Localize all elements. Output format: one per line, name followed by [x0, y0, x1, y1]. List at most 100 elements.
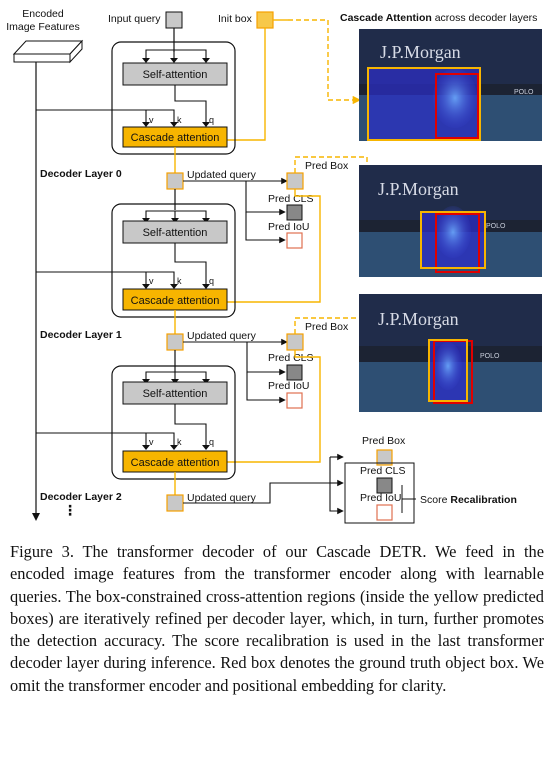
decoder-layer-1-label: Decoder Layer 1 — [40, 329, 122, 341]
arrowhead — [202, 58, 210, 63]
q-label-0: q — [209, 115, 214, 125]
pred-cls-label-1: Pred CLS — [268, 352, 314, 364]
updated-query-node-1 — [166, 333, 184, 351]
arrowhead — [170, 445, 178, 450]
updated-query-label-1: Updated query — [187, 330, 257, 342]
enc-to-k-0 — [146, 109, 175, 124]
self-attn-to-q-2 — [174, 404, 207, 447]
pred-box-node-1 — [286, 333, 304, 351]
pred-cls-label-2: Pred CLS — [360, 465, 406, 477]
v-label-0: v — [149, 115, 154, 125]
uq2-route — [183, 457, 331, 504]
pred-box-label-2: Pred Box — [362, 435, 406, 447]
pred-cls-node-2 — [376, 477, 393, 494]
q-label-2: q — [209, 437, 214, 447]
arrowhead — [142, 122, 150, 127]
updated-query-node-2 — [166, 494, 184, 512]
pred-box-overlay-1 — [420, 211, 486, 269]
photo-1-sign-text: J.P.Morgan — [378, 179, 459, 199]
encoder-label-line2: Image Features — [6, 21, 80, 33]
init-box-to-cascade — [227, 28, 266, 141]
init-box-dashed-to-image — [288, 19, 362, 105]
updated-query-label-2: Updated query — [187, 492, 257, 504]
photo-2-sign-text: J.P.Morgan — [378, 309, 459, 329]
self-attn-to-q-0 — [174, 85, 207, 124]
pred-iou-label-0: Pred IoU — [268, 221, 309, 233]
pred-box-node-2 — [376, 449, 393, 466]
predbox0-dashed — [294, 156, 368, 233]
self-attention-label-0: Self-attention — [143, 69, 208, 81]
pred-cls-label-0: Pred CLS — [268, 193, 314, 205]
self-attention-label-2: Self-attention — [143, 388, 208, 400]
score-recal-bold: Recalibration — [450, 494, 517, 506]
enc-to-k-1 — [146, 271, 175, 286]
decoder-layer-2: Self-attention v k q Cascade attention — [36, 350, 236, 480]
enc-to-v-1 — [36, 271, 147, 286]
encoder-slab-front — [13, 53, 71, 63]
pred-cls-node-0 — [286, 204, 303, 221]
title-rest-part: across decoder layers — [432, 12, 538, 24]
gt-box-0 — [435, 73, 479, 139]
arrowhead — [170, 58, 178, 63]
init-box-label: Init box — [218, 13, 253, 25]
attention-photo-0: J.P.Morgan POLO — [359, 29, 542, 141]
cascade-attention-label-1: Cascade attention — [131, 295, 220, 307]
cascade-attention-label-2: Cascade attention — [131, 457, 220, 469]
v-label-1: v — [149, 276, 154, 286]
player-1 — [435, 206, 471, 258]
pred-box-overlay-0 — [367, 67, 481, 141]
decoder-layer-1: Self-attention v k q Cascade attention — [36, 189, 236, 318]
photo-1-small-text: POLO — [486, 223, 506, 230]
k-label-1: k — [177, 276, 182, 286]
uq0-to-prediou — [245, 212, 286, 244]
pred-iou-label-2: Pred IoU — [360, 492, 401, 504]
enc-to-v-0 — [36, 109, 147, 124]
decoder-layer-2-frame — [111, 365, 236, 480]
pred-iou-node-0 — [286, 232, 303, 249]
pred-iou-node-2 — [376, 504, 393, 521]
pred-box-overlay-2 — [428, 339, 468, 402]
arrowhead — [170, 122, 178, 127]
arrowhead — [142, 58, 150, 63]
predbox1-to-cascade2 — [227, 350, 321, 463]
pred-box-label-0: Pred Box — [305, 160, 349, 172]
enc-to-k-2 — [146, 432, 175, 447]
decoder-layer-1-frame — [111, 203, 236, 318]
arrowhead — [142, 284, 150, 289]
arrowhead — [202, 122, 210, 127]
encoder-slab-side — [69, 39, 83, 64]
score-recal-prefix: Score — [420, 494, 450, 506]
player-2 — [434, 342, 462, 390]
photo-0-sign-text: J.P.Morgan — [380, 42, 461, 62]
photo-0-small-text: POLO — [514, 89, 534, 96]
uq1-to-prediou — [246, 372, 286, 404]
input-query-label: Input query — [108, 13, 161, 25]
continuation-dots: ⋮ — [63, 502, 77, 518]
v-label-2: v — [149, 437, 154, 447]
k-label-2: k — [177, 437, 182, 447]
title-bold-part: Cascade Attention — [340, 12, 432, 24]
figure-caption: Figure 3. The transformer decoder of our… — [10, 542, 544, 695]
pred-box-label-1: Pred Box — [305, 321, 349, 333]
cascade-attention-label-0: Cascade attention — [131, 132, 220, 144]
score-recalibration-frame — [344, 462, 415, 524]
predbox0-to-cascade1 — [227, 189, 321, 303]
decoder-layer-0-label: Decoder Layer 0 — [40, 168, 122, 180]
encoded-features-block: Encoded Image Features — [6, 8, 84, 64]
encoder-label-line1: Encoded — [22, 8, 64, 20]
score-recalibration-label: Score Recalibration — [420, 494, 517, 506]
pred-box-node-0 — [286, 172, 304, 190]
uq2-to-prediou — [329, 483, 344, 515]
decoder-layer-0-frame — [111, 41, 236, 155]
self-attention-label-1: Self-attention — [143, 227, 208, 239]
photo-2-small-text: POLO — [480, 353, 500, 360]
enc-to-v-2 — [36, 432, 147, 447]
attention-photo-2: J.P.Morgan POLO — [359, 294, 542, 412]
arrowhead — [202, 284, 210, 289]
input-query-node — [165, 11, 183, 29]
encoder-line-arrowhead — [32, 513, 40, 521]
arrowhead — [142, 445, 150, 450]
decoder-layer-2-label: Decoder Layer 2 — [40, 491, 122, 503]
cascade-detr-diagram: Encoded Image Features ⋮ Input query Ini… — [6, 8, 542, 524]
pred-iou-label-1: Pred IoU — [268, 380, 309, 392]
